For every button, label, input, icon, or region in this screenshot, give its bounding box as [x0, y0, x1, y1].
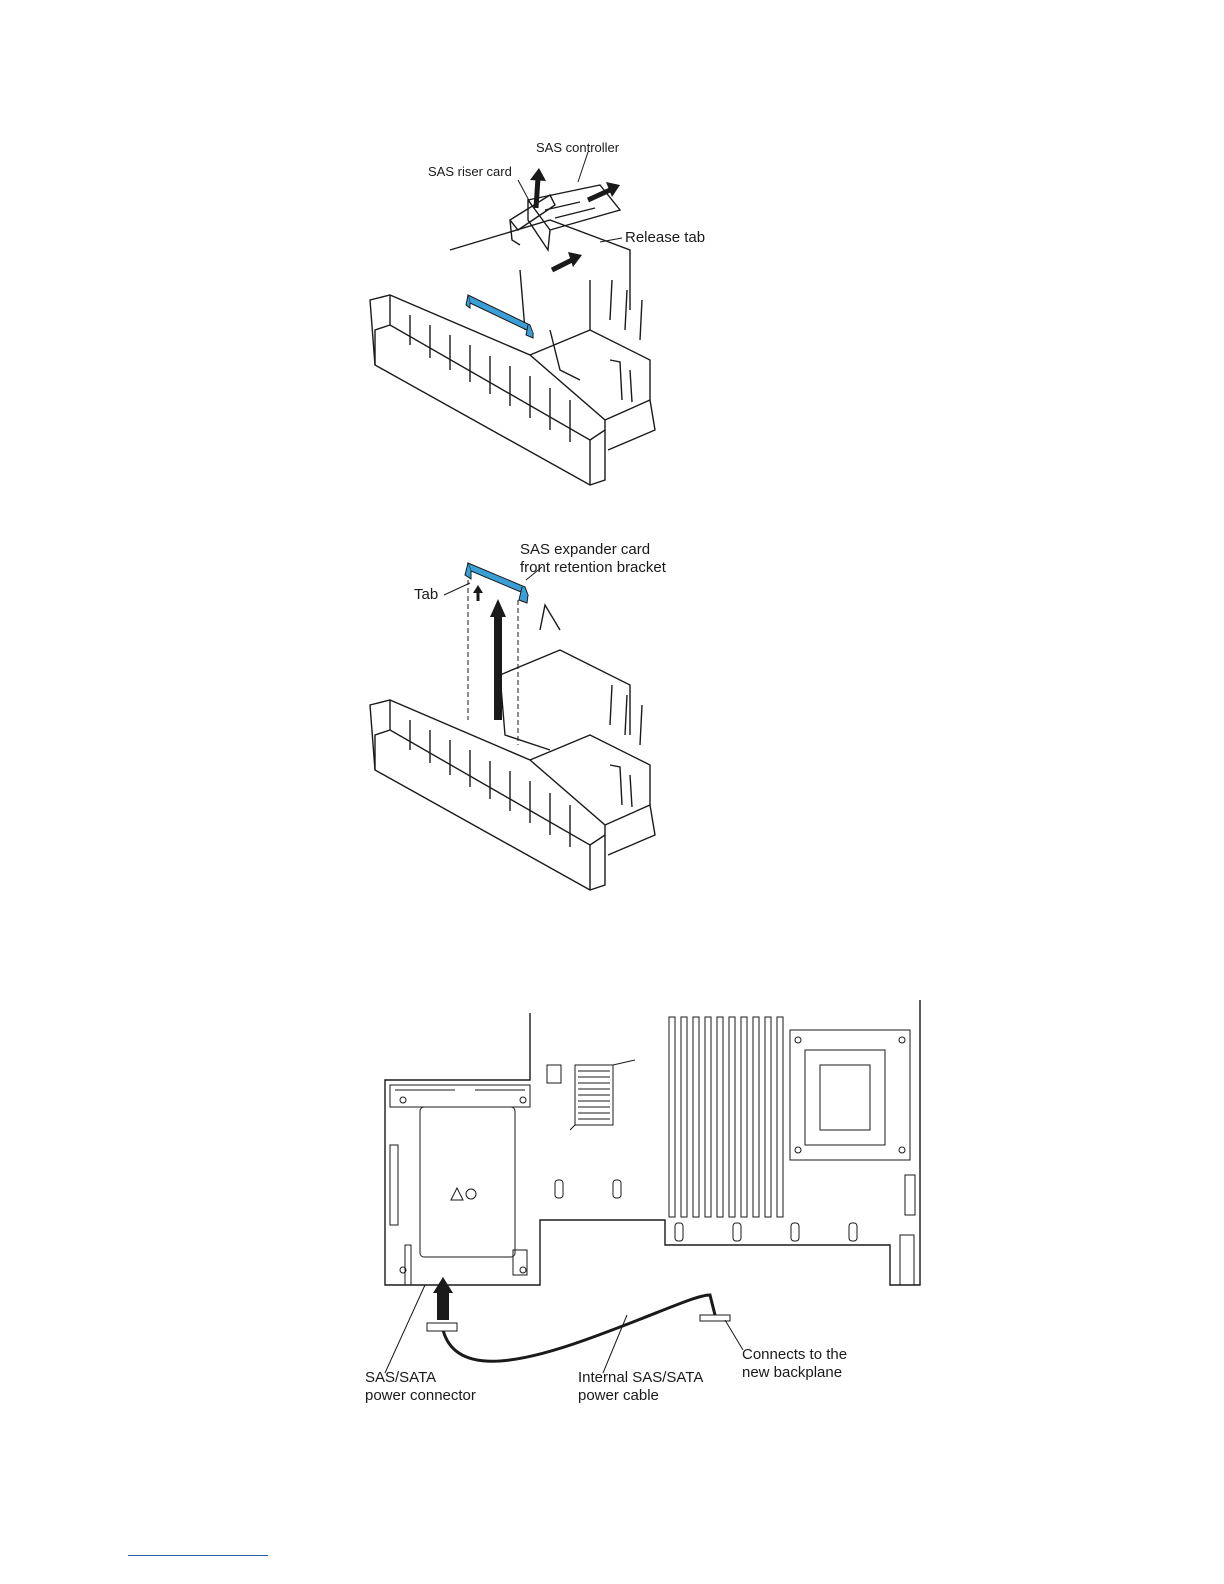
heatsink	[547, 1060, 635, 1130]
system-board	[385, 1000, 920, 1285]
sas-controller-board	[528, 185, 620, 250]
riser-cage	[390, 1085, 530, 1285]
retention-bracket-lifted	[465, 563, 528, 603]
figure-sas-controller-removal: SAS controller SAS riser card Release ta…	[350, 130, 730, 500]
slide-arrow	[588, 182, 620, 200]
label-sas-controller: SAS controller	[536, 140, 620, 155]
cpu-socket	[790, 1030, 910, 1160]
label-release-tab: Release tab	[625, 229, 705, 246]
leader-tab	[444, 583, 470, 595]
insert-arrow	[433, 1277, 453, 1320]
small-up-arrow	[473, 585, 483, 601]
server-chassis	[370, 605, 655, 890]
power-cable	[427, 1295, 730, 1361]
figure-2-illustration: SAS expander card front retention bracke…	[350, 535, 730, 905]
leader-riser-card	[518, 180, 532, 206]
label-cable-line2: power cable	[578, 1387, 659, 1404]
release-tab-arrow	[552, 252, 582, 270]
label-sas-riser-card: SAS riser card	[428, 164, 512, 179]
figure-1-illustration: SAS controller SAS riser card Release ta…	[350, 130, 730, 500]
label-bracket-line1: SAS expander card	[520, 541, 650, 558]
label-connects-line2: new backplane	[742, 1364, 842, 1381]
leader-backplane	[725, 1320, 743, 1350]
up-arrow	[530, 168, 546, 208]
figure-power-cable-routing: SAS/SATA power connector Internal SAS/SA…	[355, 995, 935, 1415]
footer-rule	[128, 1555, 268, 1556]
server-chassis	[370, 220, 655, 485]
dimm-slots	[669, 1017, 783, 1217]
label-cable-line1: Internal SAS/SATA	[578, 1369, 703, 1386]
warning-icon	[451, 1188, 476, 1200]
leader-power-cable	[603, 1315, 627, 1373]
figure-3-illustration: SAS/SATA power connector Internal SAS/SA…	[355, 995, 935, 1415]
leader-sas-controller	[578, 152, 588, 182]
label-tab: Tab	[414, 586, 438, 603]
guide-lines	[468, 580, 518, 745]
figure-expander-bracket-removal: SAS expander card front retention bracke…	[350, 535, 730, 905]
leader-power-connector	[385, 1285, 425, 1373]
label-power-connector-line2: power connector	[365, 1387, 476, 1404]
large-up-arrow	[490, 599, 506, 720]
label-power-connector-line1: SAS/SATA	[365, 1369, 436, 1386]
label-connects-line1: Connects to the	[742, 1346, 847, 1363]
label-bracket-line2: front retention bracket	[520, 559, 667, 576]
